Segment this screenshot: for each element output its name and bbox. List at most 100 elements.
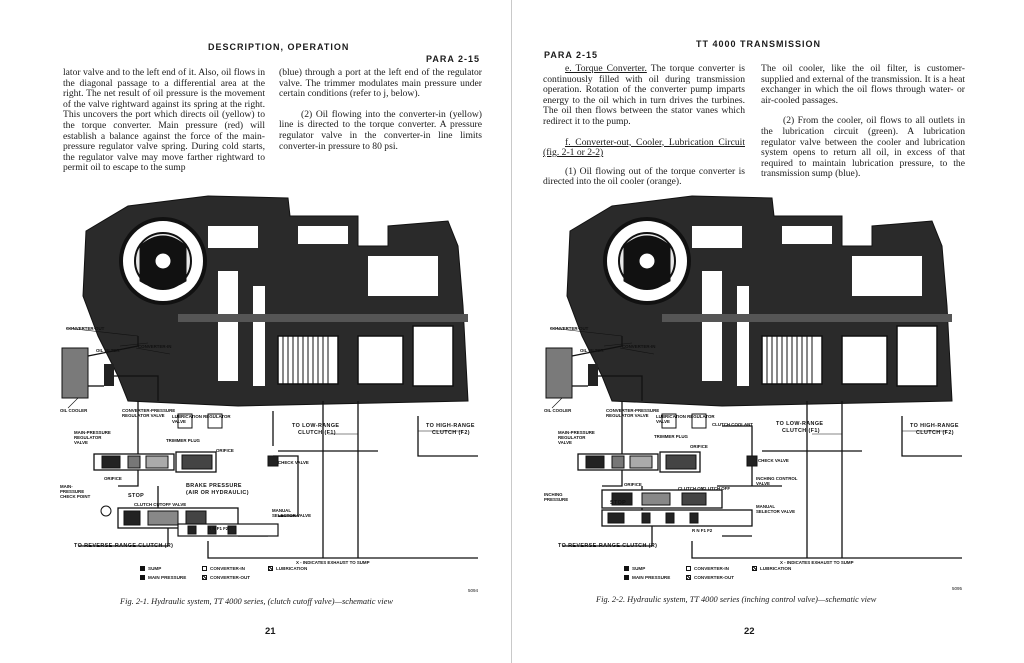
lubrication-regulator-valve xyxy=(207,413,223,429)
lubrication-regulator-valve xyxy=(691,413,707,429)
legend-swatch xyxy=(268,566,273,571)
legend-item: CONVERTER-IN xyxy=(686,566,729,571)
check-valve xyxy=(267,455,279,467)
label-stop: STOP xyxy=(610,500,627,506)
label-lubrication-regulator: LUBRICATION REGULATOR VALVE xyxy=(172,414,231,424)
paragraph: lator valve and to the left end of it. A… xyxy=(63,67,265,174)
legend-swatch xyxy=(140,575,145,580)
check-valve xyxy=(746,455,758,467)
label-oil-filter: OIL FILTER xyxy=(580,348,604,353)
figure-number: 5095 xyxy=(952,586,963,591)
legend-item: MAIN PRESSURE xyxy=(624,575,670,580)
para-reference: PARA 2-15 xyxy=(426,54,481,64)
label-main-pressure-regulator: MAIN-PRESSURE REGULATOR VALVE xyxy=(558,430,595,445)
label-manual-selector-valve: MANUAL SELECTOR VALVE xyxy=(272,508,312,518)
label-check-valve: CHECK VALVE xyxy=(758,458,789,463)
label-to-high-range: TO HIGH-RANGE xyxy=(910,423,959,429)
label-to-high-range: TO HIGH-RANGE xyxy=(426,423,475,429)
schematic-drawing xyxy=(61,195,478,559)
figure-number: 5094 xyxy=(468,588,479,593)
label-to-low-range: TO LOW-RANGE xyxy=(292,423,340,429)
label-converter-pressure-regulator: CONVERTER-PRESSURE REGULATOR VALVE xyxy=(122,408,176,418)
paragraph: (1) Oil flowing out of the torque conver… xyxy=(543,165,745,188)
legend-item: MAIN PRESSURE xyxy=(140,575,186,580)
legend: SUMP MAIN PRESSURE CONVERTER-IN CONVERTE… xyxy=(624,566,824,586)
hydraulic-schematic-figure: CONVERTER-OUT OIL FILTER CONVERTER-IN OI… xyxy=(58,186,490,596)
paragraph: e. Torque Converter. The torque converte… xyxy=(543,63,745,127)
running-header: DESCRIPTION, OPERATION xyxy=(208,42,350,52)
text-column-1: e. Torque Converter. The torque converte… xyxy=(543,63,745,188)
legend-swatch xyxy=(686,566,691,571)
legend-swatch xyxy=(624,575,629,580)
label-manual-selector-valve: MANUAL SELECTOR VALVE xyxy=(756,504,796,514)
label-stop: STOP xyxy=(128,493,145,499)
legend-swatch xyxy=(752,566,757,571)
schematic-drawing xyxy=(545,195,962,559)
converter-pressure-regulator-valve xyxy=(661,413,677,429)
label-air-or-hydraulic: (AIR OR HYDRAULIC) xyxy=(186,490,249,496)
para-reference: PARA 2-15 xyxy=(544,50,599,60)
legend-item: SUMP xyxy=(140,566,161,571)
label-high-range-clutch: CLUTCH (F2) xyxy=(432,430,470,436)
label-orifice: ORIFICE xyxy=(216,448,234,453)
paragraph: The oil cooler, like the oil filter, is … xyxy=(761,63,965,106)
hydraulic-schematic-figure: CONVERTER-OUT OIL FILTER CONVERTER-IN OI… xyxy=(542,186,974,596)
clutch-pack xyxy=(841,335,888,385)
label-main-pressure-check-point: MAIN-PRESSURE CHECK POINT xyxy=(60,484,91,499)
label-oil-cooler: OIL COOLER xyxy=(60,408,88,413)
running-header: TT 4000 TRANSMISSION xyxy=(696,39,822,49)
label-brake-pressure: BRAKE PRESSURE xyxy=(186,483,242,489)
label-low-range-clutch: CLUTCH (F1) xyxy=(298,430,336,436)
label-range-positions: R N F1 F2 xyxy=(692,528,713,533)
label-clutch-off: CLUTCH OFF xyxy=(702,486,731,491)
legend-swatch xyxy=(686,575,691,580)
label-orifice: ORIFICE xyxy=(104,476,122,481)
label-converter-in: CONVERTER-IN xyxy=(622,344,656,349)
label-to-low-range: TO LOW-RANGE xyxy=(776,421,824,427)
clutch-pack xyxy=(357,335,404,385)
legend-swatch xyxy=(202,575,207,580)
label-inching-control-valve: INCHING CONTROL VALVE xyxy=(756,476,798,486)
page-number: 21 xyxy=(265,626,276,637)
label-inching-pressure: INCHING PRESSURE xyxy=(544,492,569,502)
label-oil-cooler: OIL COOLER xyxy=(544,408,572,413)
legend-swatch xyxy=(202,566,207,571)
label-exhaust-note: X - INDICATES EXHAUST TO SUMP xyxy=(780,560,854,565)
label-main-pressure-regulator: MAIN-PRESSURE REGULATOR VALVE xyxy=(74,430,111,445)
manual-selector-valve xyxy=(601,509,753,527)
label-exhaust-note: X - INDICATES EXHAUST TO SUMP xyxy=(296,560,370,565)
legend-swatch xyxy=(140,566,145,571)
text-column-2: (blue) through a port at the left end of… xyxy=(279,67,482,152)
legend-swatch xyxy=(624,566,629,571)
label-converter-out: CONVERTER-OUT xyxy=(550,326,589,331)
legend-item: LUBRICATION xyxy=(268,566,307,571)
paragraph: (2) From the cooler, oil flows to all ou… xyxy=(761,115,965,180)
label-low-range-clutch: CLUTCH (F1) xyxy=(782,428,820,434)
text-column-2: The oil cooler, like the oil filter, is … xyxy=(761,63,965,180)
section-heading: e. Torque Converter. xyxy=(565,63,647,74)
label-converter-out: CONVERTER-OUT xyxy=(66,326,105,331)
page-number: 22 xyxy=(744,626,755,637)
label-converter-in: CONVERTER-IN xyxy=(138,344,172,349)
label-high-range-clutch: CLUTCH (F2) xyxy=(916,430,954,436)
page-gutter xyxy=(511,0,512,663)
legend-item: CONVERTER-OUT xyxy=(686,575,734,580)
section-heading: f. Converter-out, Cooler, Lubrication Ci… xyxy=(543,136,745,159)
converter-pressure-regulator-valve xyxy=(177,413,193,429)
figure-caption: Fig. 2-1. Hydraulic system, TT 4000 seri… xyxy=(120,597,393,606)
text-column-1: lator valve and to the left end of it. A… xyxy=(63,67,265,174)
oil-cooler xyxy=(545,347,573,399)
label-to-reverse-range: TO REVERSE-RANGE CLUTCH (R) xyxy=(74,543,174,549)
label-trimmer-plug: TRIMMER PLUG xyxy=(166,438,200,443)
legend-item: CONVERTER-IN xyxy=(202,566,245,571)
label-check-valve: CHECK VALVE xyxy=(278,460,309,465)
label-oil-filter: OIL FILTER xyxy=(96,348,120,353)
figure-caption: Fig. 2-2. Hydraulic system, TT 4000 seri… xyxy=(596,595,877,604)
label-range-positions: R N F1 F2 xyxy=(208,526,229,531)
label-clutch-coolant: CLUTCH COOLANT xyxy=(712,422,753,427)
legend-item: LUBRICATION xyxy=(752,566,791,571)
label-trimmer-plug: TRIMMER PLUG xyxy=(654,434,688,439)
label-converter-pressure-regulator: CONVERTER-PRESSURE REGULATOR VALVE xyxy=(606,408,660,418)
right-page: TT 4000 TRANSMISSION PARA 2-15 e. Torque… xyxy=(512,0,1024,663)
legend: SUMP MAIN PRESSURE CONVERTER-IN CONVERTE… xyxy=(140,566,340,586)
